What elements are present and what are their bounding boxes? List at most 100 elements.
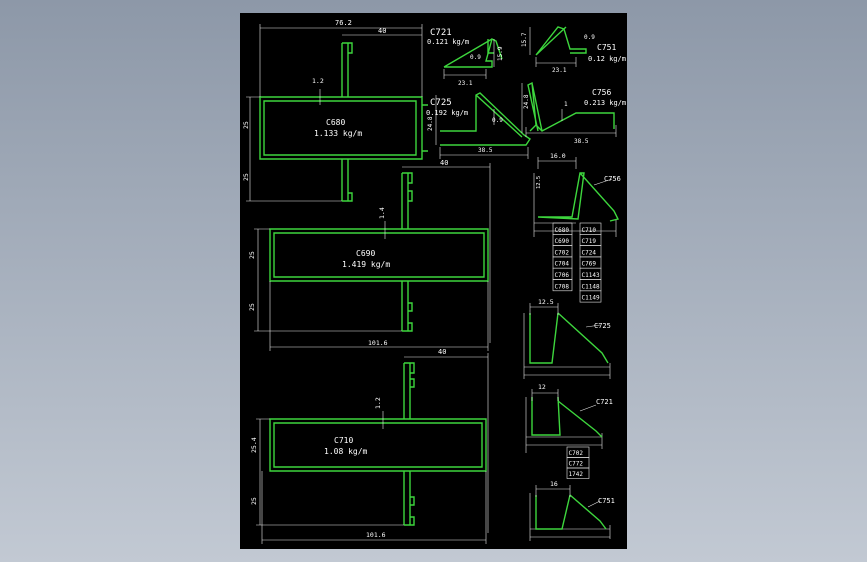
c680-weight: 1.133 kg/m — [314, 129, 362, 138]
c751-code: C751 — [597, 43, 616, 52]
c721-dim-lines — [443, 39, 495, 79]
c690-dim-height-line — [254, 228, 402, 332]
c721-hook — [487, 39, 494, 54]
a721-label: C721 — [596, 398, 613, 406]
c680-dim-top: 40 — [378, 27, 386, 35]
table-cell — [579, 290, 602, 303]
c710-dim-lower: 25 — [250, 497, 258, 505]
profile-c690: 40 101.6 1.4 25 25 C690 1.419 kg/m — [248, 159, 491, 351]
a725-profile — [529, 312, 609, 364]
c680-upper-leg — [341, 42, 353, 97]
c680-lower-leg — [341, 159, 353, 202]
profile-c756: C756 0.213 kg/m 24.8 1 38.5 — [521, 81, 626, 145]
c680-dim-upper: 25 — [242, 121, 250, 129]
table-cell-text: C1148 — [582, 283, 600, 290]
profile-c680: 76.2 40 1.2 25 25 C680 1.133 kg/m — [242, 19, 428, 202]
table-cell-text: C704 — [555, 261, 570, 268]
a756-dim: 16.0 — [550, 152, 566, 160]
c680-flange — [422, 104, 428, 152]
a721-frame — [525, 397, 603, 453]
a725-dim-line — [529, 303, 601, 328]
c680-dim-lower: 25 — [242, 173, 250, 181]
a721-dim-line — [531, 389, 597, 412]
a751-dim: 16 — [550, 480, 558, 488]
assembly-c721: 12 C721 — [525, 383, 613, 453]
a725-frame — [523, 313, 611, 379]
c690-dim-top-line — [402, 163, 491, 343]
assembly-c751: 16 C751 — [529, 480, 615, 541]
c725-weight: 0.192 kg/m — [426, 109, 468, 117]
c710-dim-bottom-line — [261, 471, 487, 544]
c756-code: C756 — [592, 88, 611, 97]
a721-profile — [531, 396, 603, 438]
c690-dim-top: 40 — [440, 159, 448, 167]
c680-dim-width: 76.2 — [335, 19, 352, 27]
c751-dim-b: 15.7 — [521, 32, 528, 47]
c710-dim-bottom: 101.6 — [366, 531, 386, 539]
table-cell-text: C772 — [569, 461, 584, 468]
c751-shape — [535, 26, 587, 56]
c690-dim-bottom-line — [269, 281, 489, 351]
a756-leader — [593, 178, 613, 186]
table-cell-text: 1742 — [569, 471, 584, 478]
assembly-c725: 12.5 C725 — [523, 298, 611, 379]
table-cell-text: C719 — [582, 238, 597, 245]
c680-dim-height-line — [246, 96, 342, 202]
c710-dim-wall: 1.2 — [374, 397, 382, 409]
table-cell — [552, 279, 573, 292]
c690-code: C690 — [356, 249, 375, 258]
a725-dim: 12.5 — [538, 298, 554, 306]
drawing-canvas: 76.2 40 1.2 25 25 C680 1.133 kg/m 40 101… — [242, 19, 626, 544]
c710-code: C710 — [334, 436, 353, 445]
c690-dim-upper: 25 — [248, 251, 256, 259]
table-cell-text: C690 — [555, 238, 570, 245]
c710-lower-leg — [403, 471, 415, 526]
c756-dim-lines — [521, 83, 617, 137]
assembly-c756: 16.0 12.5 C756 — [533, 152, 621, 237]
c751-dim-a: 0.9 — [584, 34, 595, 41]
c690-weight: 1.419 kg/m — [342, 260, 390, 269]
a756-profile — [537, 172, 620, 222]
c680-dim-wall: 1.2 — [312, 77, 324, 85]
c756-shape — [527, 81, 615, 132]
compat-table: C680C690C702C704C706C708C710C719C724C769… — [552, 222, 602, 303]
c721-dim-b: 15.9 — [497, 46, 504, 61]
c725-code: C725 — [430, 98, 452, 108]
table-cell-text: C680 — [555, 227, 570, 234]
c690-dim-lower: 25 — [248, 303, 256, 311]
c721-weight: 0.121 kg/m — [427, 38, 469, 46]
a756-dim-side: 12.5 — [536, 176, 542, 189]
table-cell — [566, 467, 590, 479]
c710-dim-upper: 25.4 — [250, 437, 258, 453]
table-cell-text: C1149 — [582, 295, 600, 302]
c725-dim-a: 24.8 — [427, 116, 434, 131]
profile-c710: 40 101.6 1.2 25.4 25 C710 1.08 kg/m — [250, 348, 489, 544]
c721-code: C721 — [430, 28, 452, 38]
c690-upper-leg — [401, 172, 413, 229]
c710-weight: 1.08 kg/m — [324, 447, 368, 456]
c725-dim-lines — [435, 95, 529, 159]
c751-dim-lines — [529, 27, 577, 67]
c721-dim-c: 23.1 — [458, 80, 473, 87]
profile-c751: C751 0.12 kg/m 0.9 15.7 23.1 — [521, 26, 626, 74]
c710-dim-height-line — [256, 418, 404, 526]
a751-frame — [529, 493, 611, 541]
c680-code: C680 — [326, 118, 345, 127]
a751-profile — [535, 494, 607, 530]
table-cell-text: C702 — [555, 249, 570, 256]
drawing-sheet: 76.2 40 1.2 25 25 C680 1.133 kg/m 40 101… — [240, 13, 627, 549]
c756-weight: 0.213 kg/m — [584, 99, 626, 107]
c710-upper-leg — [403, 362, 415, 419]
c690-dim-bottom: 101.6 — [368, 339, 388, 347]
c725-shape — [440, 92, 531, 146]
c710-dim-top-line — [404, 353, 489, 533]
a756-label: C756 — [604, 175, 621, 183]
c690-lower-leg — [401, 281, 413, 332]
c721-shape — [443, 37, 503, 68]
table-cell-text: C724 — [582, 249, 597, 256]
c690-dim-wall: 1.4 — [378, 207, 386, 219]
c756-dim-a: 24.8 — [523, 94, 530, 109]
c680-dim-width-line — [259, 24, 423, 97]
